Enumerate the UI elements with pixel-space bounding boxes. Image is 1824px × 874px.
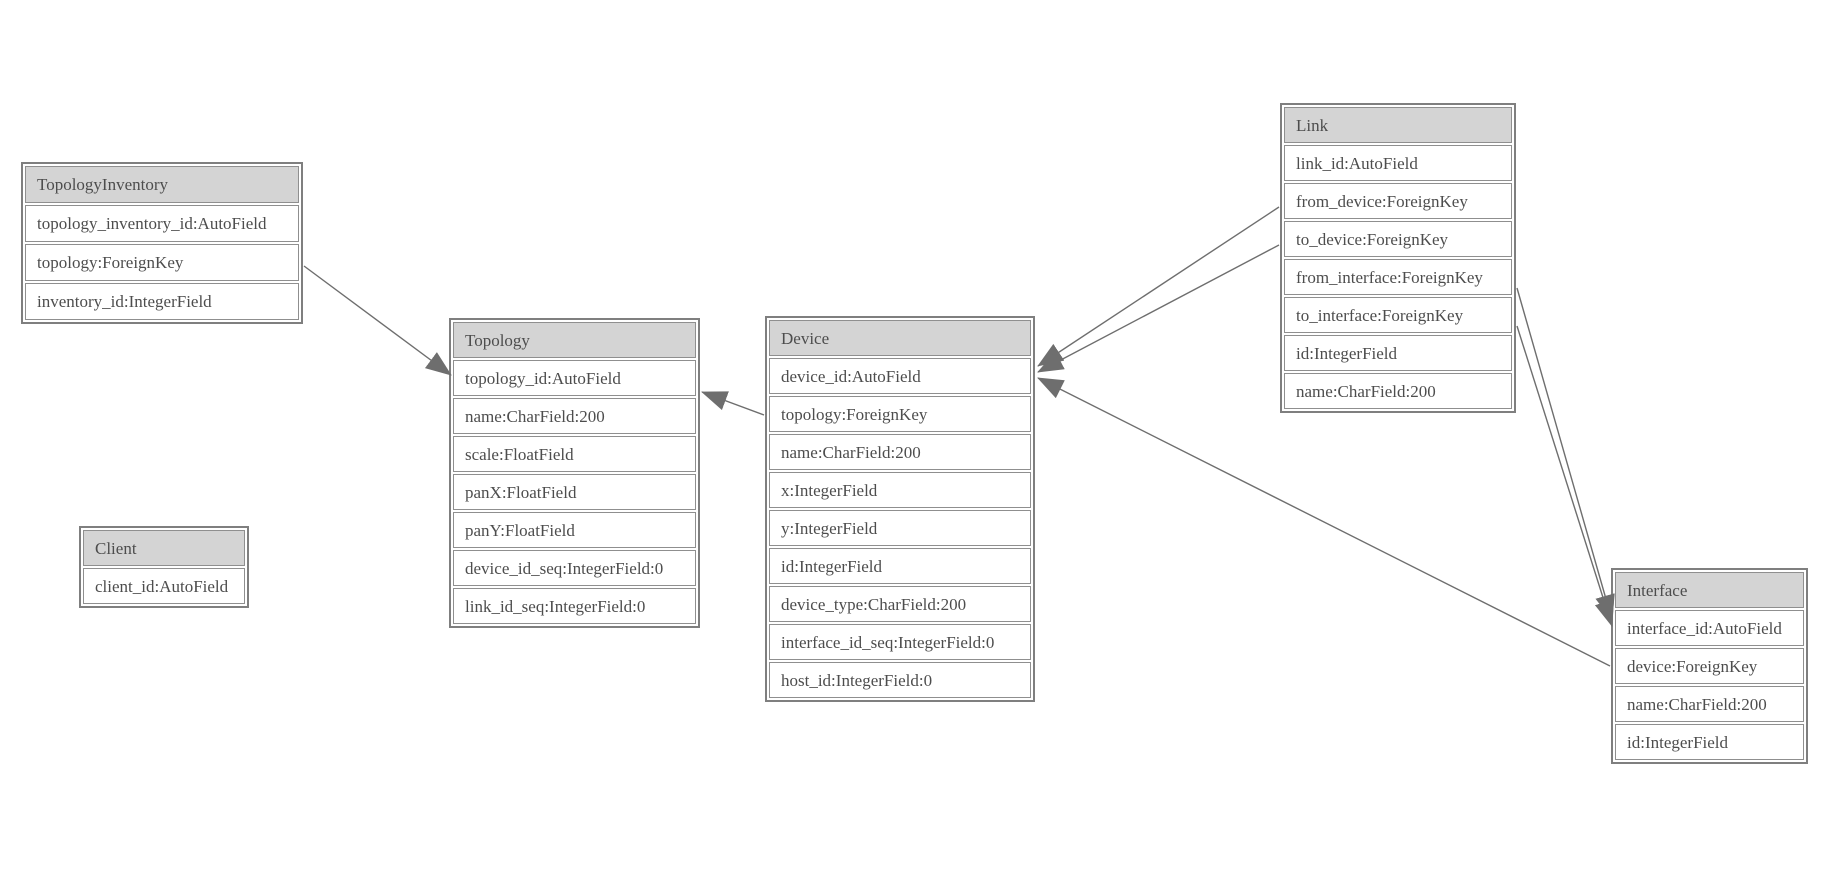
entity-field-row: topology_id:AutoField <box>453 360 696 396</box>
entity-field-row: scale:FloatField <box>453 436 696 472</box>
connection-Link.to_device-to-Device.device_id <box>1037 244 1280 373</box>
entity-field-row: x:IntegerField <box>769 472 1031 508</box>
entity-field-row: device_id:AutoField <box>769 358 1031 394</box>
entity-field-row: from_device:ForeignKey <box>1284 183 1512 219</box>
entity-title: Topology <box>453 322 696 358</box>
entity-field-row: inventory_id:IntegerField <box>25 283 299 320</box>
entity-title: Device <box>769 320 1031 356</box>
entity-field-row: topology_inventory_id:AutoField <box>25 205 299 242</box>
entity-field-row: device:ForeignKey <box>1615 648 1804 684</box>
entity-field-row: link_id_seq:IntegerField:0 <box>453 588 696 624</box>
entity-field-row: name:CharField:200 <box>453 398 696 434</box>
entity-field-row: interface_id_seq:IntegerField:0 <box>769 624 1031 660</box>
connection-TopologyInventory.topology-to-Topology.topology_id <box>303 265 452 376</box>
entity-field-row: id:IntegerField <box>1615 724 1804 760</box>
entity-title: Link <box>1284 107 1512 143</box>
entity-title: Client <box>83 530 245 566</box>
entity-field-row: from_interface:ForeignKey <box>1284 259 1512 295</box>
entity-field-row: link_id:AutoField <box>1284 145 1512 181</box>
connection-Device.topology-to-Topology.topology_id <box>701 391 765 416</box>
entity-field-row: to_device:ForeignKey <box>1284 221 1512 257</box>
entity-field-row: host_id:IntegerField:0 <box>769 662 1031 698</box>
entity-field-row: name:CharField:200 <box>769 434 1031 470</box>
entity-field-row: name:CharField:200 <box>1615 686 1804 722</box>
connection-Link.to_interface-to-Interface.interface_id <box>1516 325 1614 627</box>
entity-field-row: to_interface:ForeignKey <box>1284 297 1512 333</box>
entity-field-row: topology:ForeignKey <box>25 244 299 281</box>
entity-field-row: client_id:AutoField <box>83 568 245 604</box>
entity-field-row: id:IntegerField <box>769 548 1031 584</box>
entity-field-row: y:IntegerField <box>769 510 1031 546</box>
entity-field-row: interface_id:AutoField <box>1615 610 1804 646</box>
entity-field-row: panY:FloatField <box>453 512 696 548</box>
entity-title: Interface <box>1615 572 1804 608</box>
connection-Link.from_interface-to-Interface.interface_id <box>1516 287 1615 621</box>
connection-Interface.device-to-Device.device_id <box>1037 377 1611 667</box>
entity-field-row: panX:FloatField <box>453 474 696 510</box>
entity-field-row: name:CharField:200 <box>1284 373 1512 409</box>
entity-field-row: topology:ForeignKey <box>769 396 1031 432</box>
entity-field-row: device_id_seq:IntegerField:0 <box>453 550 696 586</box>
entity-title: TopologyInventory <box>25 166 299 203</box>
entity-field-row: id:IntegerField <box>1284 335 1512 371</box>
connection-Link.from_device-to-Device.device_id <box>1037 206 1280 367</box>
entity-field-row: device_type:CharField:200 <box>769 586 1031 622</box>
